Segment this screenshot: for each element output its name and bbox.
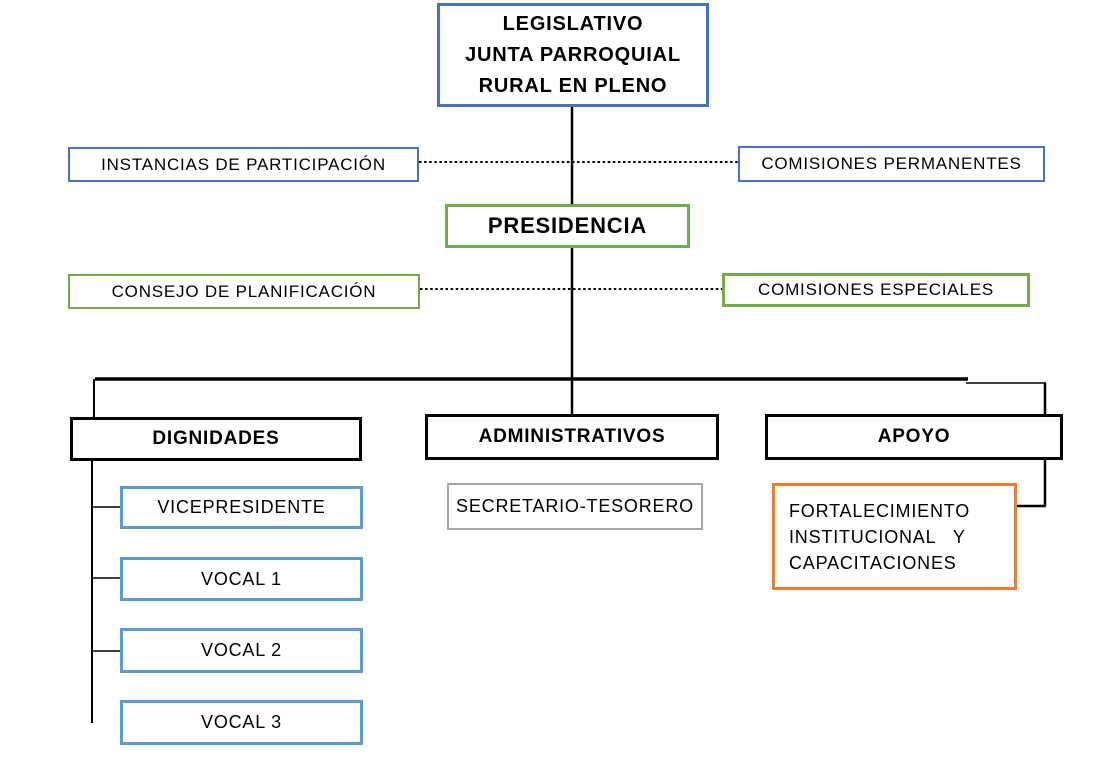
node-secretario-tesorero: SECRETARIO-TESORERO (447, 483, 703, 530)
node-fortalecimiento-institucional: FORTALECIMIENTO INSTITUCIONAL Y CAPACITA… (772, 483, 1017, 590)
node-vicepresidente: VICEPRESIDENTE (120, 486, 363, 529)
node-consejo-de-planificacion: CONSEJO DE PLANIFICACIÓN (68, 274, 420, 309)
node-presidencia: PRESIDENCIA (445, 204, 690, 248)
node-comisiones-permanentes: COMISIONES PERMANENTES (738, 146, 1045, 182)
node-instancias-de-participacion: INSTANCIAS DE PARTICIPACIÓN (68, 147, 419, 182)
node-dignidades: DIGNIDADES (70, 417, 362, 461)
node-legislativo-junta-parroquial: LEGISLATIVO JUNTA PARROQUIAL RURAL EN PL… (437, 3, 709, 107)
node-administrativos: ADMINISTRATIVOS (425, 414, 719, 460)
node-vocal-2: VOCAL 2 (120, 628, 363, 673)
node-apoyo: APOYO (765, 414, 1063, 460)
node-vocal-1: VOCAL 1 (120, 557, 363, 601)
node-vocal-3: VOCAL 3 (120, 700, 363, 745)
node-comisiones-especiales: COMISIONES ESPECIALES (722, 273, 1030, 307)
